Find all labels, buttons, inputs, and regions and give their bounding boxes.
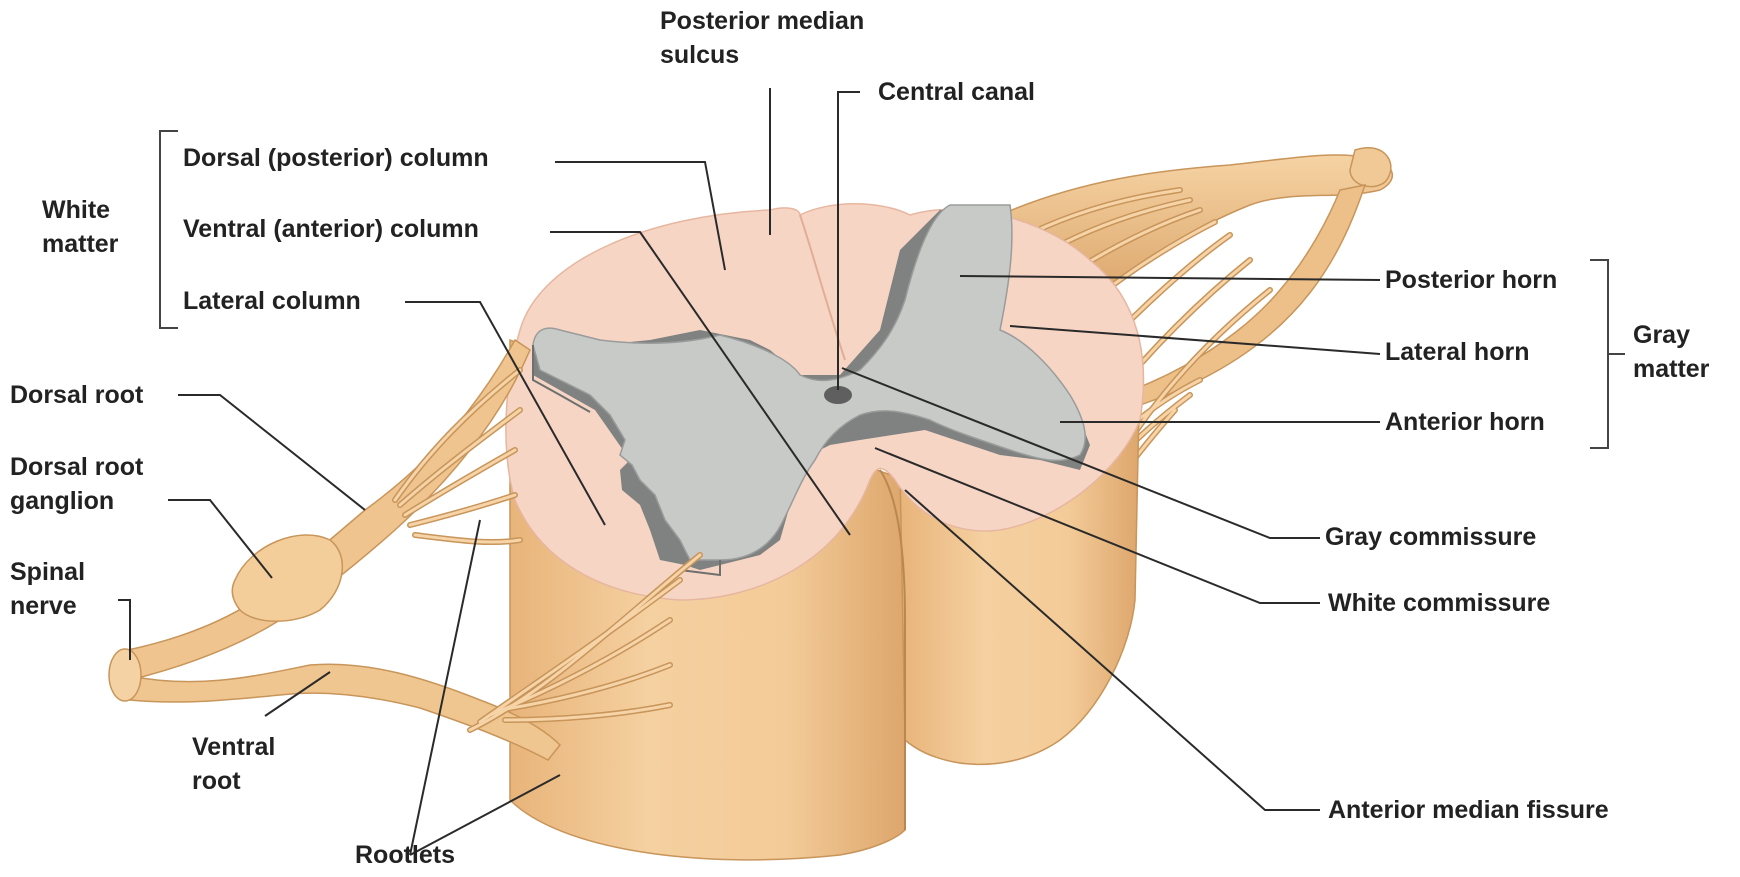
label-dorsal-root: Dorsal root (10, 378, 143, 412)
label-lateral-horn: Lateral horn (1385, 335, 1529, 369)
label-anterior-median-fissure: Anterior median fissure (1328, 793, 1609, 827)
label-lateral-column: Lateral column (183, 284, 361, 318)
label-white-commissure: White commissure (1328, 586, 1550, 620)
label-central-canal: Central canal (878, 75, 1035, 109)
label-gray-matter: Gray matter (1633, 318, 1709, 386)
label-white-matter: White matter (42, 193, 118, 261)
label-anterior-horn: Anterior horn (1385, 405, 1545, 439)
label-dorsal-column: Dorsal (posterior) column (183, 141, 489, 175)
label-rootlets: Rootlets (355, 838, 455, 872)
white-matter-bracket (160, 131, 178, 328)
label-posterior-median-sulcus: Posterior median sulcus (660, 4, 864, 72)
label-dorsal-root-ganglion: Dorsal root ganglion (10, 450, 143, 518)
gray-matter-bracket (1590, 260, 1608, 448)
label-ventral-root: Ventral root (192, 730, 275, 798)
label-spinal-nerve: Spinal nerve (10, 555, 85, 623)
label-ventral-column: Ventral (anterior) column (183, 212, 479, 246)
label-posterior-horn: Posterior horn (1385, 263, 1557, 297)
label-gray-commissure: Gray commissure (1325, 520, 1536, 554)
spinal-nerve-end (109, 649, 141, 701)
